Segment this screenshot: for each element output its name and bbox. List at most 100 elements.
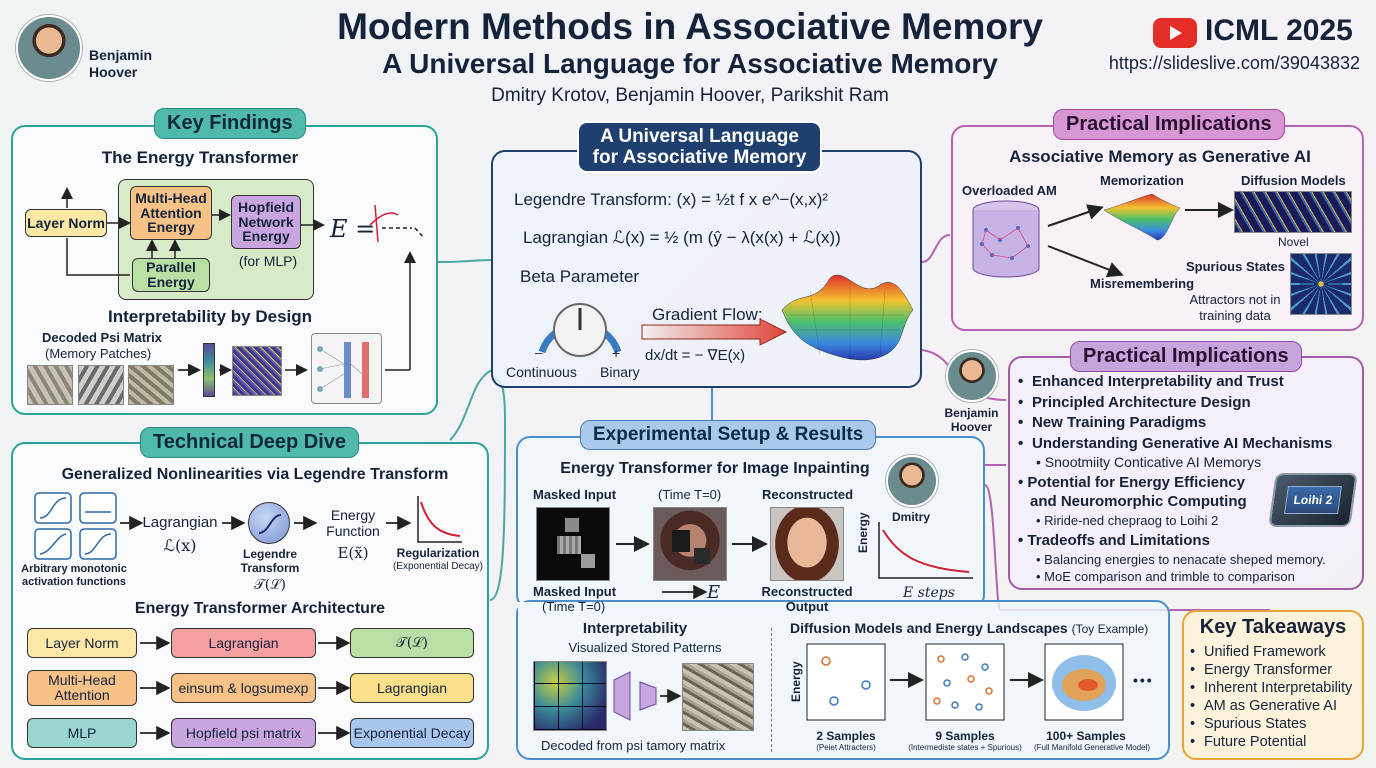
database-cylinder-icon [972, 200, 1040, 278]
two-samples-sub: (Peiet Attracters) [816, 743, 876, 752]
practical2-sub-3: • Balancing energies to nenacate sheped … [1036, 552, 1326, 567]
hundred-samples-plot [1044, 643, 1124, 721]
mha-energy-box: Multi-Head Attention Energy [130, 186, 212, 240]
decoded-from-label: Decoded from psi tamory matrix [541, 738, 726, 753]
list-item: Energy Transformer [1190, 661, 1360, 679]
list-item: Spurious States [1190, 715, 1360, 733]
time0-image [653, 507, 727, 581]
list-item: AM as Generative AI [1190, 697, 1360, 715]
beta-knob[interactable] [530, 290, 630, 360]
regularization-label: Regularization [396, 546, 480, 560]
parallel-energy-box: Parallel Energy [132, 258, 210, 292]
nine-samples-plot [925, 643, 1005, 721]
network-diagram [311, 333, 382, 404]
arch-arrows [140, 635, 351, 741]
visualized-label: Visualized Stored Patterns [568, 640, 722, 655]
list-item: Future Potential [1190, 733, 1360, 751]
beta-plus: + [612, 345, 621, 361]
psi-vector-strip [203, 343, 215, 397]
diffusion-samples-image [1234, 191, 1352, 233]
conference-name: ICML 2025 [1205, 14, 1353, 47]
energy-function-label: Energy Function [326, 507, 380, 539]
inpainting-arrows [616, 536, 768, 552]
list-item: New Training Paradigms [1018, 413, 1358, 434]
spurious-attractor-image [1290, 253, 1352, 315]
practical2-item-5: • Potential for Energy Efficiency [1018, 474, 1245, 491]
inpainting-title: Energy Transformer for Image Inpainting [560, 460, 870, 477]
memorization-label: Memorization [1100, 173, 1184, 188]
two-samples-label: 2 Samples [816, 729, 876, 743]
arch-transform: 𝒯(ℒ) [350, 628, 474, 658]
chip-label: Loihi 2 [1284, 486, 1342, 514]
list-item: Understanding Generative AI Mechanisms [1018, 434, 1358, 455]
interpretability-title: Interpretability by Design [107, 307, 313, 326]
steps-axis-label: E steps [903, 585, 955, 601]
list-item: Principled Architecture Design [1018, 393, 1358, 414]
legendre-flow-arrows [120, 515, 412, 531]
speaker-name: Benjamin Hoover [944, 406, 999, 434]
gradient-arrow [641, 318, 788, 346]
lagrangian-symbol: ℒ(x) [163, 536, 197, 555]
presenter-name: Benjamin Hoover [89, 47, 153, 80]
nine-samples-label: 9 Samples [935, 729, 995, 743]
arbitrary-activation-note: Arbitrary monotonic activation functions [21, 563, 127, 588]
legendre-equation: Legendre Transform: (x) = ½t f x e^−(x,x… [514, 190, 829, 209]
panel-joint [518, 602, 983, 612]
energy-landscape-surface [781, 274, 914, 361]
arch-lagrangian: Lagrangian [171, 628, 316, 658]
slides-url[interactable]: https://slideslive.com/39043832 [1108, 53, 1360, 73]
decoded-pattern-image [682, 663, 754, 731]
reconstructed-output-label: Reconstructed Output [761, 584, 853, 614]
generative-arrows [1047, 202, 1234, 278]
e-symbol: E [707, 582, 721, 603]
lagrangian-label: Lagrangian [142, 514, 218, 531]
experimental-label: Experimental Setup & Results [580, 420, 877, 450]
interpretability-label: Interpretability [582, 620, 688, 637]
takeaways-list: Unified Framework Energy Transformer Inh… [1190, 643, 1360, 751]
binary-label: Binary [600, 364, 640, 380]
practical2-sub-2: • Riride-ned chepraog to Loihi 2 [1036, 513, 1219, 528]
diffusion-models-label: Diffusion Models [1241, 173, 1346, 188]
practical2-sub-4: • MoE comparison and trimble to comparis… [1036, 569, 1295, 584]
speaker-avatar [946, 350, 998, 402]
hundred-samples-sub: (Full Manifold Generative Model) [1033, 743, 1151, 752]
diffusion-title: Diffusion Models and Energy Landscapes (… [790, 620, 1149, 636]
two-samples-plot [806, 643, 886, 721]
hopfield-energy-box: Hopfield Network Energy [231, 195, 301, 249]
divider [771, 628, 772, 752]
practical2-label: Practical Implications [1070, 341, 1302, 372]
masked-input-image [536, 507, 610, 581]
page-subtitle: A Universal Language for Associative Mem… [382, 48, 998, 79]
universal-language-label: A Universal Language for Associative Mem… [577, 121, 822, 173]
practical2-item-5b: and Neuromorphic Computing [1030, 493, 1247, 510]
practical2-sub-1: • Snootmiity Conticative AI Memorys [1036, 454, 1262, 470]
legendre-transform-icon [248, 502, 290, 544]
decoded-arrows [179, 364, 308, 376]
list-item: Inherent Interpretability [1190, 679, 1360, 697]
legendre-symbol: 𝒯(ℒ) [254, 577, 286, 593]
regularization-sub: (Exponential Decay) [392, 561, 484, 572]
dxdt-equation: dx/dt = − ∇E(x) [645, 347, 746, 364]
arch-mha: Multi-Head Attention [27, 670, 137, 706]
technical-label: Technical Deep Dive [140, 427, 360, 458]
dmitry-avatar [886, 455, 938, 507]
stored-patterns-image [533, 661, 607, 731]
generalized-title: Generalized Nonlinearities via Legendre … [61, 466, 449, 483]
youtube-icon [1153, 18, 1197, 48]
reconstructed-label: Reconstructed [762, 487, 854, 502]
samples-arrow [1010, 672, 1044, 688]
arch-mlp: MLP [27, 718, 137, 748]
key-findings-label: Key Findings [154, 108, 306, 139]
memory-patch-image [128, 365, 174, 405]
nine-samples-sub: (Intermediste states + Spurious) [908, 743, 1022, 752]
decoder-network-icon [613, 671, 682, 721]
decoded-psi-subtitle: (Memory Patches) [45, 346, 152, 361]
arch-exp-decay: Exponential Decay [350, 718, 474, 748]
lagrangian-equation: Lagrangian ℒ(x) = ½ (m (ŷ − λ(x(x) + ℒ(x… [523, 228, 841, 247]
overloaded-am-label: Overloaded AM [962, 183, 1057, 198]
list-item: Enhanced Interpretability and Trust [1018, 372, 1358, 393]
decoded-psi-title: Decoded Psi Matrix [42, 330, 162, 345]
energy-transformer-title: The Energy Transformer [101, 148, 299, 167]
hundred-samples-label: 100+ Samples [1046, 729, 1126, 743]
takeaways-title: Key Takeaways [1199, 616, 1347, 638]
